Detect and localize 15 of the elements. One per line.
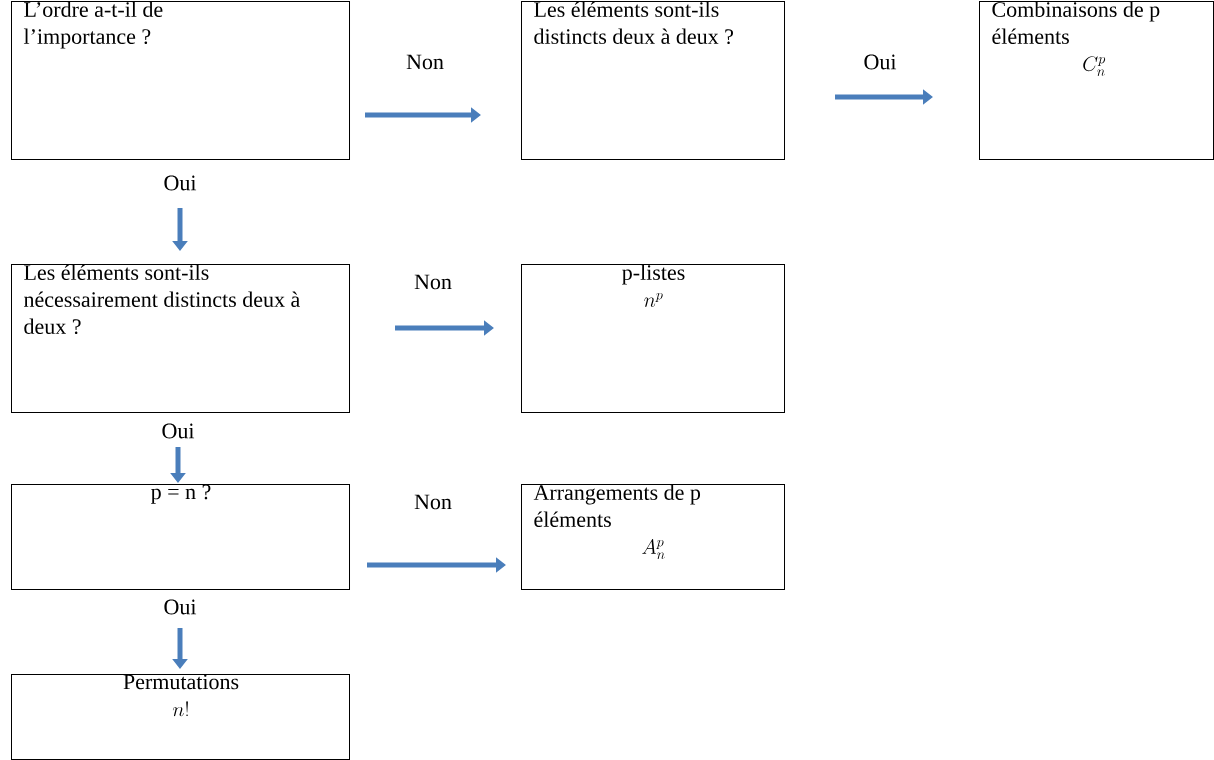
edge-label: Oui [164,599,197,615]
edge-label: Non [414,494,452,510]
process-box: Arrangements de p éléments $A_n^p$ [521,484,785,590]
edge-label: Oui [162,423,195,439]
edge-label: Oui [864,54,897,70]
process-box: Les éléments sont-ils distincts deux à deux ? [521,1,785,160]
edge-label: Non [406,54,444,70]
edge-label: Non [414,274,452,290]
process-box: Combinaisons de p éléments $C_n^p$ [979,1,1214,160]
process-box: L’ordre a-t-il de l’importance ? [11,1,350,160]
process-box: p-listes $n^p$ [521,264,785,413]
process-box: p = n ? [11,484,350,590]
process-box: Permutations $n!$ [11,674,350,760]
process-box: Les éléments sont-ils nécessairement distincts deux à deux ? [11,264,350,413]
edge-label: Oui [164,175,197,191]
